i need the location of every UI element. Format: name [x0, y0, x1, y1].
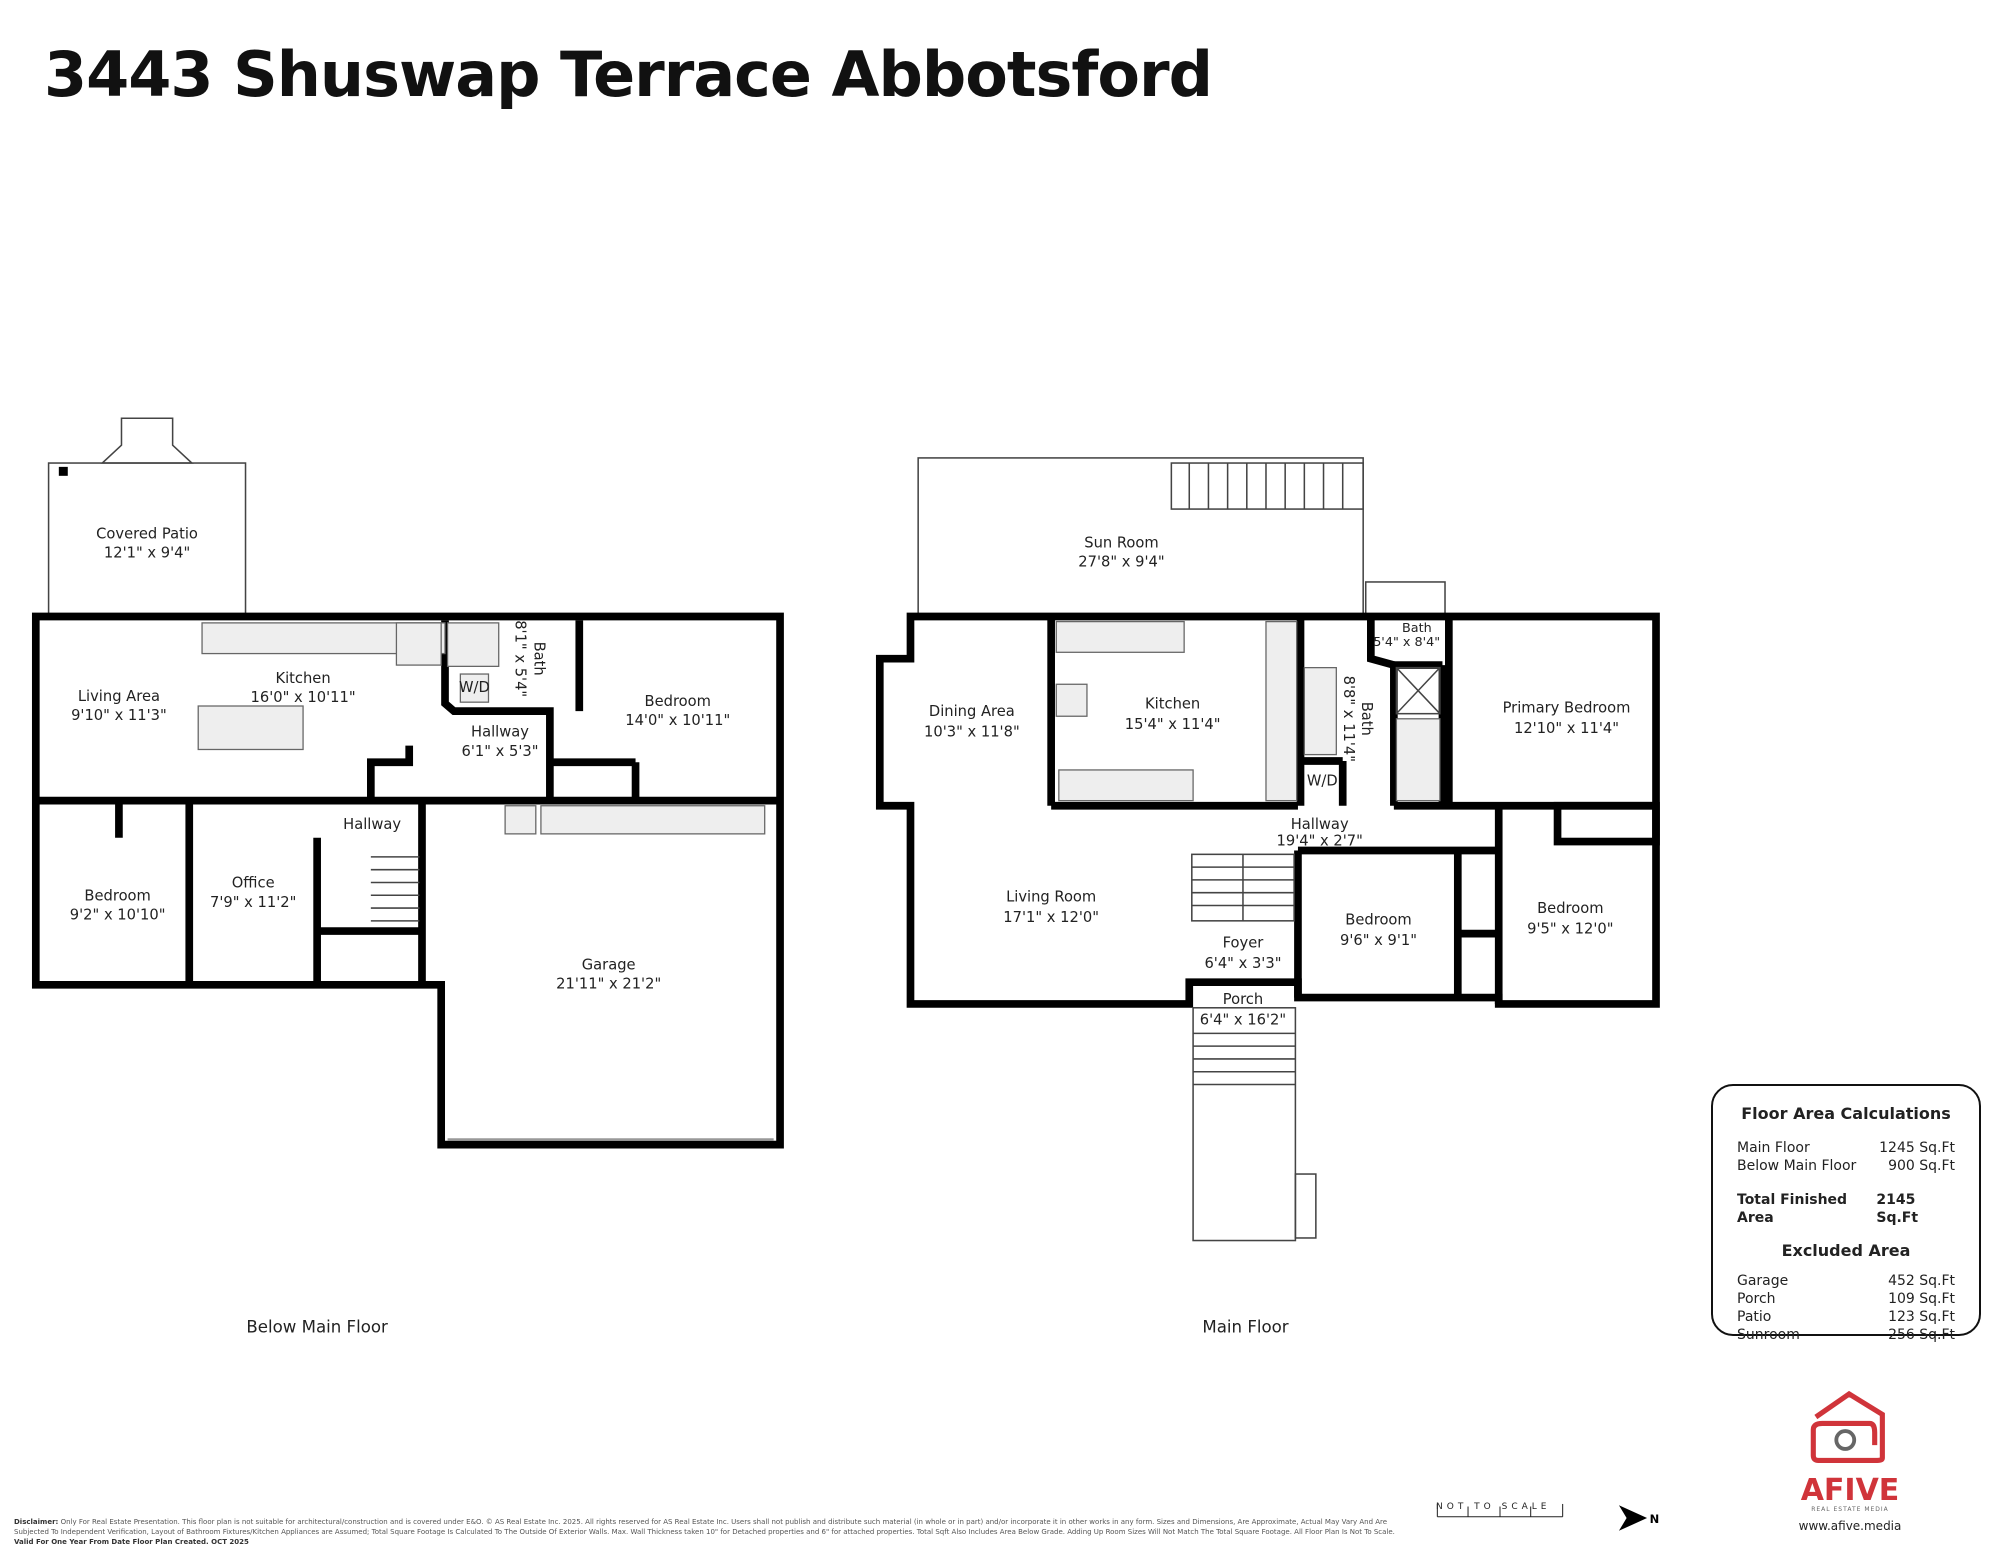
room-label: Foyer — [1223, 935, 1265, 952]
excluded-row: Sunroom 256 Sq.Ft — [1737, 1326, 1955, 1344]
text: Patio — [1737, 1309, 1772, 1325]
room-label: Bath — [1358, 702, 1375, 736]
text: Disclaimer: — [14, 1518, 59, 1526]
room-label: Porch — [1223, 991, 1263, 1008]
below-main-floor-plan: Covered Patio 12'1" x 9'4" Living Area 9… — [31, 417, 784, 1337]
room-label: 9'5" x 12'0" — [1527, 921, 1613, 938]
text: 109 Sq.Ft — [1888, 1291, 1955, 1307]
room-label: Dining Area — [929, 703, 1015, 720]
text: Garage — [1737, 1273, 1789, 1289]
north-arrow-icon: N — [1618, 1505, 1660, 1531]
text: Porch — [1737, 1291, 1776, 1307]
room-label: 6'4" x 16'2" — [1200, 1011, 1286, 1028]
text: 900 Sq.Ft — [1888, 1158, 1955, 1174]
text: Only For Real Estate Presentation. This … — [14, 1518, 1395, 1536]
room-label: Bedroom — [1345, 912, 1411, 929]
text: Below Main Floor — [1737, 1158, 1857, 1174]
text: 1245 Sq.Ft — [1879, 1140, 1955, 1156]
room-label: 15'4" x 11'4" — [1125, 716, 1221, 733]
room-label: Sun Room — [1084, 534, 1158, 551]
room-label: 6'1" x 5'3" — [462, 743, 539, 760]
room-label: Living Area — [78, 688, 160, 705]
text: 452 Sq.Ft — [1888, 1273, 1955, 1289]
room-label: W/D — [459, 679, 490, 696]
room-label: Bedroom — [645, 693, 711, 710]
room-label: 17'1" x 12'0" — [1003, 909, 1099, 926]
text: Sunroom — [1737, 1327, 1800, 1343]
text: Valid For One Year From Date Floor Plan … — [14, 1538, 249, 1546]
room-label: 9'6" x 9'1" — [1340, 932, 1417, 949]
room-label: 12'1" x 9'4" — [104, 545, 190, 562]
floor-area-calculations: Floor Area Calculations Main Floor 1245 S… — [1711, 1084, 1981, 1343]
room-label: 12'10" x 11'4" — [1514, 720, 1619, 737]
room-label: Bedroom — [84, 887, 150, 904]
room-label: Office — [232, 875, 275, 892]
text: REAL ESTATE MEDIA — [1811, 1506, 1889, 1513]
text: Total Finished Area — [1737, 1192, 1848, 1226]
room-label: 19'4" x 2'7" — [1277, 832, 1363, 849]
calc-total-row: Total Finished Area 2145 Sq.Ft — [1737, 1191, 1955, 1227]
room-label: Covered Patio — [96, 525, 198, 542]
room-label: Hallway — [471, 724, 529, 741]
text: 256 Sq.Ft — [1888, 1327, 1955, 1343]
calc-row: Main Floor 1245 Sq.Ft — [1737, 1139, 1955, 1157]
excluded-heading: Excluded Area — [1781, 1241, 1911, 1260]
room-label: Primary Bedroom — [1503, 699, 1631, 716]
not-to-scale-label: NOT TO SCALE — [1436, 1502, 1551, 1512]
excluded-row: Porch 109 Sq.Ft — [1737, 1290, 1955, 1308]
room-label: Kitchen — [1145, 696, 1200, 713]
afive-logo: AFIVE REAL ESTATE MEDIA www.afive.media — [1790, 1380, 1910, 1534]
room-label: Living Room — [1006, 889, 1096, 906]
excluded-row: Garage 452 Sq.Ft — [1737, 1272, 1955, 1290]
main-floor-plan: Sun Room 27'8" x 9'4" Dining Area 10'3" … — [875, 457, 1660, 1337]
room-label: Garage — [582, 956, 636, 973]
disclaimer: Disclaimer: Only For Real Estate Present… — [14, 1517, 1414, 1547]
text: Main Floor — [1737, 1140, 1810, 1156]
room-label: N — [1650, 1512, 1660, 1526]
room-label: 14'0" x 10'11" — [625, 712, 730, 729]
room-label: 9'2" x 10'10" — [70, 907, 166, 924]
room-label: 8'8" x 11'4" — [1340, 676, 1357, 762]
scale-ruler-icon — [1436, 1503, 1564, 1518]
room-label: 8'1" x 5'4" — [511, 620, 528, 697]
calculations-heading: Floor Area Calculations — [1741, 1104, 1951, 1123]
below-main-floor-label: Below Main Floor — [246, 1318, 388, 1337]
website-link[interactable]: www.afive.media — [1798, 1519, 1902, 1533]
text: 123 Sq.Ft — [1888, 1309, 1955, 1325]
room-label: 21'11" x 21'2" — [556, 976, 661, 993]
room-label: 16'0" x 10'11" — [251, 689, 356, 706]
room-label: Hallway — [343, 816, 401, 833]
room-label: Hallway — [1291, 816, 1349, 833]
calc-row: Below Main Floor 900 Sq.Ft — [1737, 1157, 1955, 1175]
text: AFIVE — [1800, 1473, 1900, 1508]
room-label: 27'8" x 9'4" — [1078, 554, 1164, 571]
room-label: Kitchen — [275, 670, 330, 687]
afive-logo-icon — [1810, 1390, 1885, 1464]
room-label: W/D — [1307, 772, 1338, 789]
room-label: 5'4" x 8'4" — [1373, 635, 1440, 650]
room-label: Bedroom — [1537, 900, 1603, 917]
room-label: Bath — [531, 642, 548, 676]
room-label: 6'4" x 3'3" — [1204, 955, 1281, 972]
room-label: 9'10" x 11'3" — [71, 707, 167, 724]
room-label: 10'3" x 11'8" — [924, 724, 1020, 741]
room-label: 7'9" x 11'2" — [210, 894, 296, 911]
excluded-row: Patio 123 Sq.Ft — [1737, 1308, 1955, 1326]
main-floor-label: Main Floor — [1202, 1318, 1288, 1337]
text: 2145 Sq.Ft — [1876, 1192, 1919, 1226]
room-label: Bath — [1402, 621, 1432, 636]
page-title: 3443 Shuswap Terrace Abbotsford — [44, 38, 1213, 111]
